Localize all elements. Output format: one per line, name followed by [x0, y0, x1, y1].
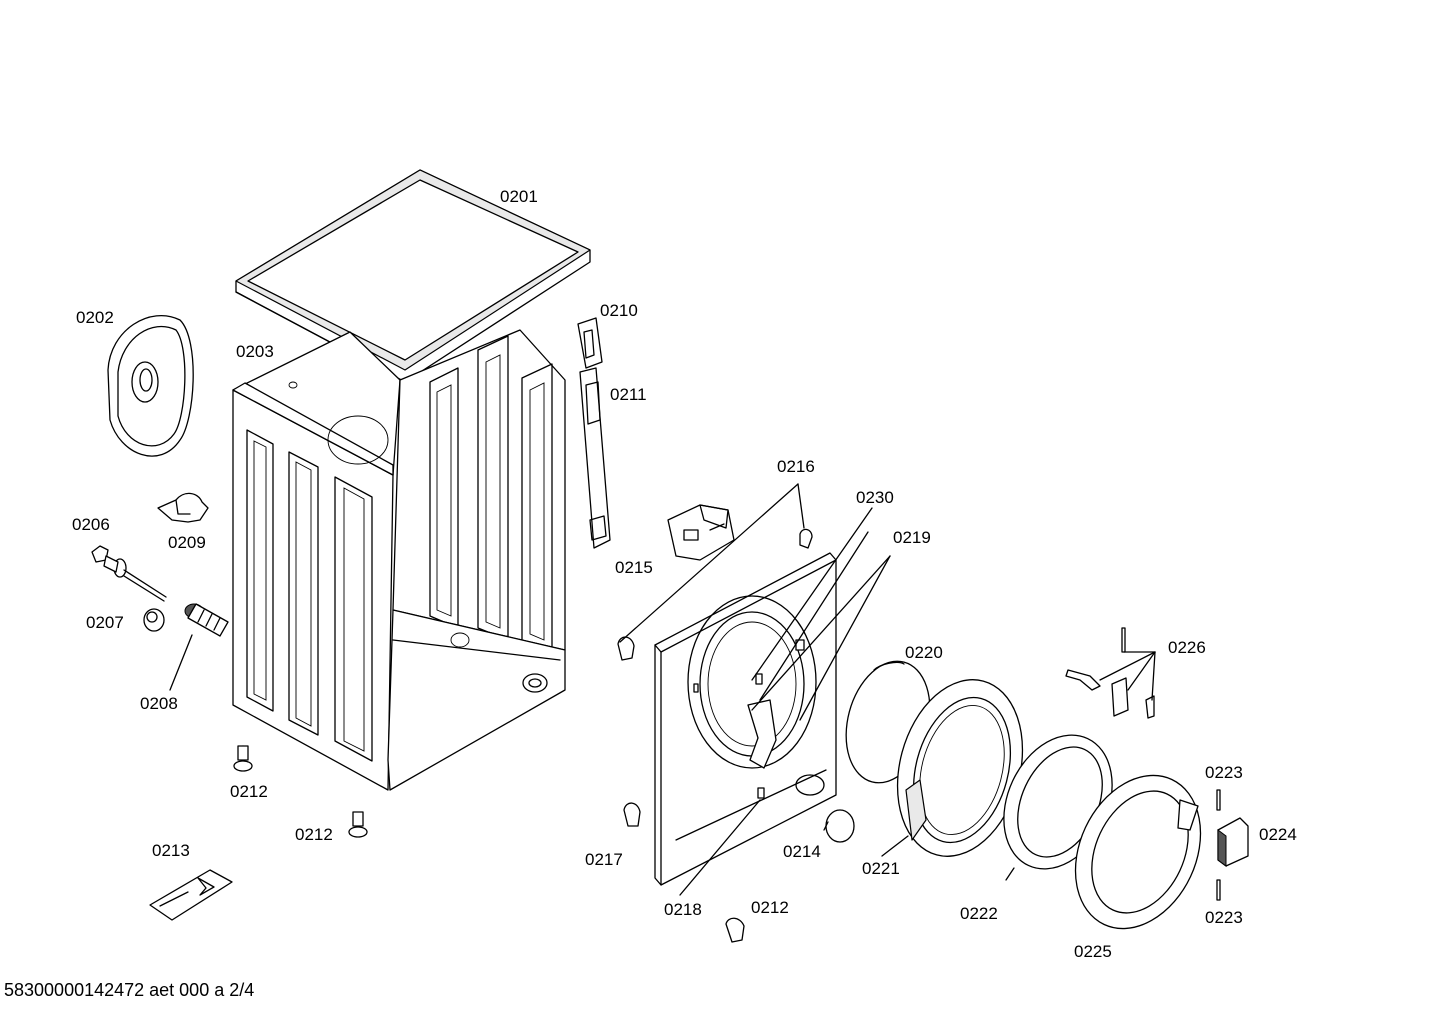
part-0215-door-lock [667, 504, 735, 561]
part-0216-hinge-top [799, 528, 813, 549]
label-0223-a: 0223 [1205, 763, 1243, 782]
label-0214: 0214 [783, 842, 821, 861]
label-0224: 0224 [1259, 825, 1297, 844]
label-0230: 0230 [856, 488, 894, 507]
part-0203-cabinet [232, 329, 566, 791]
label-0208: 0208 [140, 694, 178, 713]
part-0206-transport-bolt [91, 545, 167, 602]
part-0225-door-ring [1074, 774, 1202, 930]
part-0217-hinge-bottom [623, 802, 641, 827]
label-0221: 0221 [862, 859, 900, 878]
part-0214-cap [823, 809, 855, 843]
label-0226: 0226 [1168, 638, 1206, 657]
part-0201-top-cover [235, 169, 591, 383]
part-0212-foot-b [348, 811, 368, 838]
label-0223-b: 0223 [1205, 908, 1243, 927]
label-0218: 0218 [664, 900, 702, 919]
part-labels: 0201 0202 0203 0210 0211 0206 0209 0207 … [72, 187, 1297, 961]
label-0210: 0210 [600, 301, 638, 320]
label-0213: 0213 [152, 841, 190, 860]
label-0217: 0217 [585, 850, 623, 869]
label-0212-a: 0212 [230, 782, 268, 801]
part-0202-rear-cover [107, 314, 194, 457]
label-0219: 0219 [893, 528, 931, 547]
part-0210-bracket [577, 317, 603, 369]
part-0209-clip [157, 492, 209, 523]
part-0208-sleeve [169, 603, 229, 691]
label-0209: 0209 [168, 533, 206, 552]
part-0226-lock-parts [1065, 627, 1155, 719]
part-0207-cap [143, 608, 165, 632]
part-0224-handle [1217, 817, 1249, 867]
part-0223-pin-top [1216, 789, 1221, 811]
label-0206: 0206 [72, 515, 110, 534]
label-0222: 0222 [960, 904, 998, 923]
label-0212-c: 0212 [751, 898, 789, 917]
label-0201: 0201 [500, 187, 538, 206]
label-0215: 0215 [615, 558, 653, 577]
drawing-id: 58300000142472 aet 000 a 2/4 [4, 980, 255, 1000]
label-0225: 0225 [1074, 942, 1112, 961]
label-0212-b: 0212 [295, 825, 333, 844]
part-0212-foot-c [725, 917, 745, 943]
label-0216: 0216 [777, 457, 815, 476]
label-0202: 0202 [76, 308, 114, 327]
part-0211-rail [579, 367, 611, 549]
part-0221-door-frame [896, 679, 1024, 857]
label-0203: 0203 [236, 342, 274, 361]
part-0216-hinge-left [617, 636, 635, 661]
part-0213-plate [149, 869, 233, 921]
part-0218-front-panel [654, 552, 837, 886]
leader-lines [619, 483, 1156, 896]
label-0211: 0211 [610, 385, 647, 404]
part-0223-pin-bottom [1216, 879, 1221, 901]
label-0220: 0220 [905, 643, 943, 662]
part-0212-foot-a [233, 745, 253, 772]
label-0207: 0207 [86, 613, 124, 632]
